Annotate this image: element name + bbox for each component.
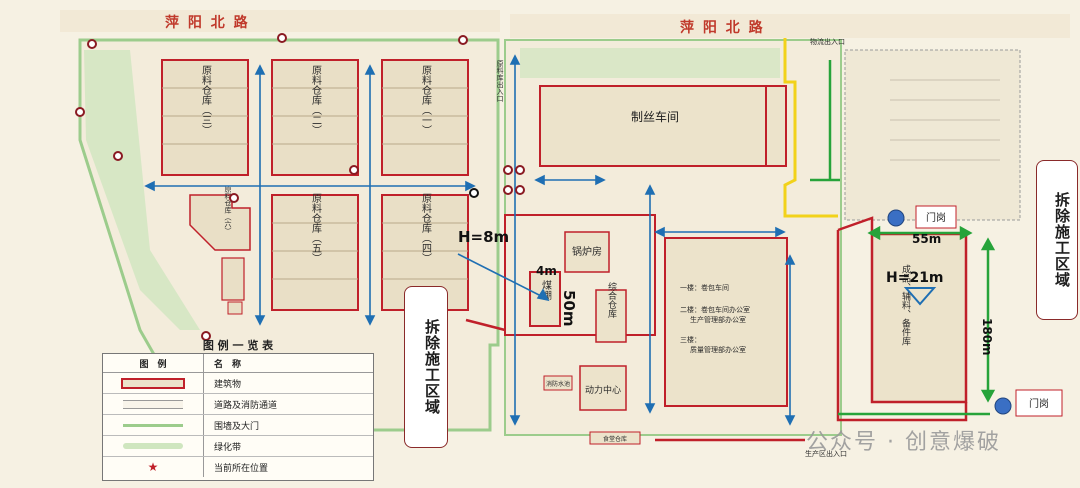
main-building-line-1: 一楼：卷包车间 xyxy=(680,283,729,292)
legend-item-green: 绿化带 xyxy=(214,442,242,453)
duty-room: 食堂仓库 xyxy=(589,431,641,445)
legend-road-swatch xyxy=(123,399,183,409)
traffic-arrows-left xyxy=(144,64,476,326)
north-green-belt xyxy=(520,48,780,78)
road-name-north-left: 萍 阳 北 路 xyxy=(165,14,250,31)
parking-rows xyxy=(890,79,1000,161)
legend-row-wall: 围墙及大门 xyxy=(103,415,373,436)
fire-pump-label: 消防水池 xyxy=(546,380,570,388)
legend-row-position: ★ 当前所在位置 xyxy=(103,457,373,477)
raw-warehouse-6-label: 原料仓库（六） xyxy=(224,186,232,235)
boiler-room-label: 锅炉房 xyxy=(572,245,602,258)
logistics-entrance-label: 物流出入口 xyxy=(810,37,845,46)
duty-room-label: 食堂仓库 xyxy=(603,435,627,443)
legend-star-icon: ★ xyxy=(147,460,159,474)
yellow-route xyxy=(783,38,838,218)
legend-title: 图 例 一 览 表 xyxy=(202,339,274,352)
legend-col-name: 名 称 xyxy=(214,359,242,370)
legend-item-building: 建筑物 xyxy=(214,379,242,390)
guard-house-1-label: 门岗 xyxy=(926,211,946,224)
legend-row-road: 道路及消防通道 xyxy=(103,394,373,415)
north-road-band-right xyxy=(510,14,1070,38)
west-green-belt xyxy=(84,50,200,330)
power-center: 动力中心 xyxy=(579,365,627,411)
green-dimension-lines xyxy=(810,60,996,416)
current-position-marker xyxy=(469,188,479,198)
north-road-band-left xyxy=(60,10,500,32)
packing-workshop: 一楼：卷包车间 二楼：卷包车间办公室 生产管理部办公室 三楼： 质量管理部办公室 xyxy=(664,237,788,407)
legend-header: 图 例 名 称 xyxy=(103,354,373,373)
fire-pump: 消防水池 xyxy=(543,375,573,391)
main-building-line-5: 质量管理部办公室 xyxy=(690,345,746,354)
watermark: 公众号 · 创意爆破 xyxy=(806,430,1001,455)
raw-warehouse-4-label: 原料仓库（四） xyxy=(420,193,432,263)
traffic-arrows-middle xyxy=(457,54,796,426)
finished-warehouse-label: 成品、辅料、备件库 xyxy=(900,263,911,346)
legend-row-building: 建筑物 xyxy=(103,373,373,394)
raw-warehouse-2: 原料仓库（二） xyxy=(271,59,359,176)
legend-building-swatch xyxy=(121,377,185,389)
demolition-callout-left: 拆除施工区域 xyxy=(404,286,448,448)
map-legend: 图 例 一 览 表 图 例 名 称 建筑物 道路及消防通道 围墙及大门 绿化带 … xyxy=(102,339,374,481)
length-180m-label: 180m xyxy=(980,318,994,356)
raw-material-entrance-label: 原料库出入口 xyxy=(496,60,504,102)
boiler-room: 锅炉房 xyxy=(564,231,610,273)
raw-warehouse-5: 原料仓库（五） xyxy=(271,193,359,311)
general-warehouse-label: 综合仓库 xyxy=(606,281,617,319)
raw-warehouse-2-label: 原料仓库（二） xyxy=(310,65,322,135)
guard-house-2: 门岗 xyxy=(994,389,1063,417)
demolition-boundaries xyxy=(465,216,968,442)
production-entrance-label: 生产区出入口 xyxy=(805,449,847,458)
legend-col-symbol: 图 例 xyxy=(103,354,204,372)
east-parking-area xyxy=(844,49,1021,221)
small-building-b xyxy=(227,301,243,315)
raw-warehouse-5-label: 原料仓库（五） xyxy=(310,193,322,263)
road-name-north-right: 萍 阳 北 路 xyxy=(680,19,765,36)
cut-workshop: 制丝车间 xyxy=(539,85,787,167)
guard-house-1: 门岗 xyxy=(887,205,957,229)
legend-item-position: 当前所在位置 xyxy=(214,463,269,474)
cut-workshop-label: 制丝车间 xyxy=(631,109,679,124)
height-21m-label: H=21m xyxy=(886,270,944,286)
raw-warehouse-1-label: 原料仓库（一） xyxy=(420,65,432,135)
width-4m-label: 4m xyxy=(536,264,557,278)
boiler-yard-outline xyxy=(504,214,656,336)
main-building-line-2: 二楼：卷包车间办公室 xyxy=(680,305,750,314)
legend-item-wall: 围墙及大门 xyxy=(214,421,260,432)
demolition-callout-right: 拆除施工区域 xyxy=(1036,160,1078,320)
width-55m-label: 55m xyxy=(912,232,942,246)
general-warehouse: 综合仓库 xyxy=(595,281,627,343)
raw-warehouse-3-label: 原料仓库（三） xyxy=(200,65,212,135)
legend-green-swatch xyxy=(123,443,183,449)
main-building-line-3: 生产管理部办公室 xyxy=(690,315,746,324)
raw-warehouse-1: 原料仓库（一） xyxy=(381,59,469,176)
power-center-label: 动力中心 xyxy=(585,384,621,396)
small-building-a xyxy=(221,257,245,301)
legend-wall-swatch xyxy=(123,423,183,427)
height-marker-triangle xyxy=(903,287,937,306)
legend-row-green: 绿化带 xyxy=(103,436,373,457)
main-building-line-4: 三楼： xyxy=(680,335,701,344)
height-8m-label: H=8m xyxy=(458,228,510,246)
raw-warehouse-3: 原料仓库（三） xyxy=(161,59,249,176)
gate-markers xyxy=(75,33,525,341)
guard-house-2-label: 门岗 xyxy=(1029,397,1049,410)
length-50m-label: 50m xyxy=(560,290,578,327)
finished-warehouse: 成品、辅料、备件库 xyxy=(870,232,968,404)
legend-item-road: 道路及消防通道 xyxy=(214,400,278,411)
